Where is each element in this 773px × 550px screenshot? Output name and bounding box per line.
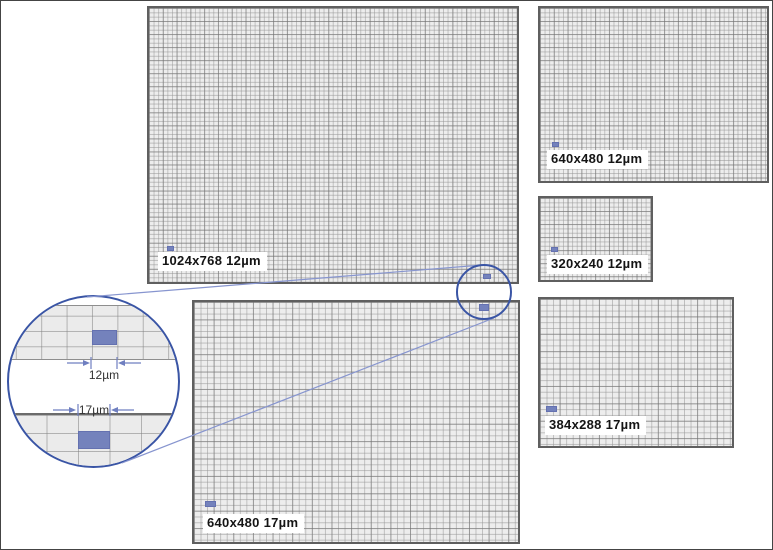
sensor-label: 640x480 17µm xyxy=(203,514,305,534)
pixel-marker xyxy=(167,246,174,251)
magnifier-band-12um xyxy=(9,305,178,360)
pixel-marker xyxy=(551,247,558,252)
sensor-panel-640x480-12um: 640x480 12µm xyxy=(538,6,769,183)
sensor-panel-640x480-17um: 640x480 17µm xyxy=(192,300,520,544)
dim-label-17um: 17µm xyxy=(78,403,110,417)
sensor-label: 384x288 17µm xyxy=(545,416,647,436)
pixel-marker xyxy=(552,142,559,147)
pixel-marker xyxy=(205,501,216,507)
pixel-marker xyxy=(483,274,491,279)
dim-label-12um: 12µm xyxy=(88,368,120,382)
sensor-label: 640x480 12µm xyxy=(547,150,649,170)
sensor-panel-1024x768-12um: 1024x768 12µm xyxy=(147,6,519,284)
magnified-pixel-17um xyxy=(78,431,110,449)
sensor-label: 1024x768 12µm xyxy=(158,252,267,272)
sensor-panel-384x288-17um: 384x288 17µm xyxy=(538,297,734,448)
magnifier-band-17um xyxy=(9,413,178,466)
sensor-panel-320x240-12um: 320x240 12µm xyxy=(538,196,653,282)
magnified-pixel-12um xyxy=(92,330,118,346)
pixel-marker xyxy=(479,304,489,311)
pixel-marker xyxy=(546,406,557,412)
sensor-label: 320x240 12µm xyxy=(547,255,649,275)
